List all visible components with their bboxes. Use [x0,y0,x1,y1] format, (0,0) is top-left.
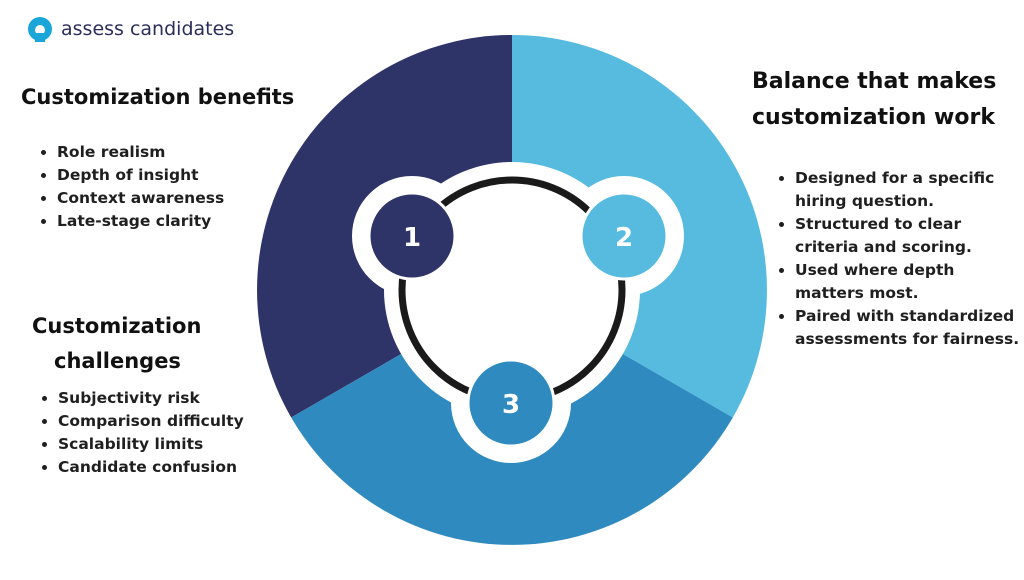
node-1-label: 1 [403,223,421,253]
list-item: Paired with standardized assessments for… [795,305,1024,351]
list-item: Designed for a specific hiring question. [795,167,1024,213]
node-3: 3 [466,358,556,448]
list-item: Scalability limits [58,433,244,456]
logo-ring-icon [28,17,52,42]
challenges-list: Subjectivity risk Comparison difficulty … [36,387,244,479]
balance-title-line1: Balance that makes [752,69,997,94]
list-item: Comparison difficulty [58,410,244,433]
list-item: Subjectivity risk [58,387,244,410]
node-3-label: 3 [502,390,520,420]
list-item: Depth of insight [57,164,224,187]
benefits-list: Role realism Depth of insight Context aw… [35,141,224,233]
balance-list: Designed for a specific hiring question.… [773,167,1024,351]
benefits-title: Customization benefits [21,85,295,109]
list-item: Candidate confusion [58,456,244,479]
brand-logo: assess candidates [27,16,234,42]
challenges-title-line1: Customization [32,314,202,338]
balance-title-line2: customization work [752,105,995,130]
list-item: Structured to clear criteria and scoring… [795,213,1024,259]
list-item: Late-stage clarity [57,210,224,233]
node-2: 2 [579,191,669,281]
brand-name: assess candidates [61,18,235,40]
challenges-title-line2: challenges [54,349,181,373]
list-item: Role realism [57,141,224,164]
challenges-title: Customization challenges [32,309,232,379]
node-2-label: 2 [615,223,633,253]
list-item: Context awareness [57,187,224,210]
balance-title: Balance that makes customization work [752,64,1012,136]
list-item: Used where depth matters most. [795,259,1024,305]
node-1: 1 [367,191,457,281]
